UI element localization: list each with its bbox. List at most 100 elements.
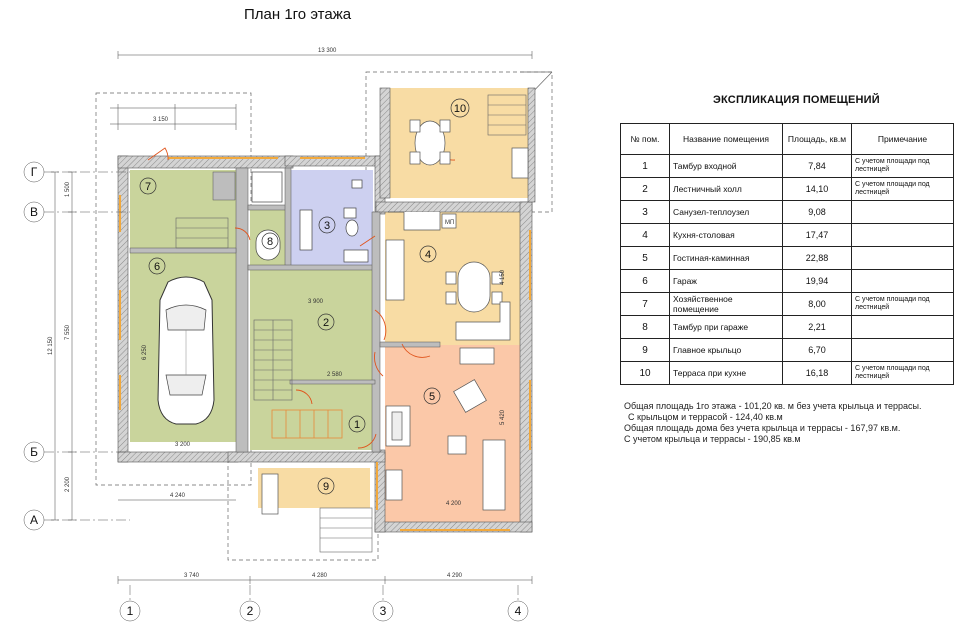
row-no: 5 [620,246,670,270]
table-row: 8 Тамбур при гараже 2,21 [620,315,954,339]
row-note [851,269,954,293]
axis-label-1: 1 [127,604,134,618]
row-note: С учетом площади под лестницей [851,177,954,201]
row-note: С учетом площади под лестницей [851,361,954,385]
terrace-furniture [409,119,529,179]
mp-label: МП [445,220,454,226]
row-name: Тамбур при гараже [669,315,783,339]
header-note: Примечание [851,123,954,155]
dim-kitchen-h: 4 150 [500,269,506,285]
table-header-row: № пом. Название помещения Площадь, кв.м … [620,123,954,155]
row-name: Терраса при кухне [669,361,783,385]
dim-bottom-2: 4 280 [312,573,328,579]
axis-label-4: 4 [515,604,522,618]
dim-top-total: 13 300 [318,48,337,54]
dim-hall-h: 2 580 [327,372,343,378]
row-area: 6,70 [782,338,852,362]
dim-garage-h: 6 250 [142,344,148,360]
axis-label-v: В [30,205,38,219]
row-note [851,223,954,247]
row-area: 8,00 [782,292,852,316]
row-note: С учетом площади под лестницей [851,154,954,178]
table-row: 3 Санузел-теплоузел 9,08 [620,200,954,224]
row-no: 7 [620,292,670,316]
room-number-9: 9 [323,481,329,493]
dim-left-gv: 1 500 [65,181,71,197]
row-note [851,246,954,270]
overhang-outline-terrace [365,71,553,213]
row-note: С учетом площади под лестницей [851,292,954,316]
porch-fixture [261,473,279,515]
row-name: Тамбур входной [669,154,783,178]
row-area: 16,18 [782,361,852,385]
interior-walls [129,167,441,453]
dim-living-h: 5 420 [500,409,506,425]
living-furniture [385,347,506,511]
row-no: 4 [620,223,670,247]
row-name: Санузел-теплоузел [669,200,783,224]
row-area: 9,08 [782,200,852,224]
row-no: 3 [620,200,670,224]
table-row: 9 Главное крыльцо 6,70 [620,338,954,362]
room-labels: 1 2 3 4 5 6 7 8 9 10 МП [139,98,470,495]
dimension-text: 13 300 3 150 3 740 4 280 4 290 12 150 7 … [48,48,506,579]
area-summary: Общая площадь 1го этажа - 101,20 кв. м б… [624,401,921,445]
table-row: 7 Хозяйственное помещение 8,00 С учетом … [620,292,954,316]
room-number-4: 4 [425,249,431,261]
row-area: 19,94 [782,269,852,293]
row-name: Главное крыльцо [669,338,783,362]
room-10-fill [385,88,533,198]
dim-top-porch: 3 150 [153,117,169,123]
row-note [851,200,954,224]
row-no: 1 [620,154,670,178]
dim-left-ba: 2 200 [65,476,71,492]
dim-left-total: 12 150 [48,336,54,355]
room-number-2: 2 [323,317,329,329]
dim-left-main: 7 550 [65,324,71,340]
exterior-walls [117,87,536,533]
row-no: 9 [620,338,670,362]
row-note [851,338,954,362]
room-2-fill [250,268,375,383]
summary-line: Общая площадь дома без учета крыльца и т… [624,423,901,433]
row-area: 14,10 [782,177,852,201]
row-no: 2 [620,177,670,201]
utility-room-fixture [255,229,281,261]
room-number-7: 7 [145,181,151,193]
room-number-5: 5 [429,391,435,403]
row-area: 7,84 [782,154,852,178]
header-name: Название помещения [669,123,783,155]
dim-bottom-3: 4 290 [447,573,463,579]
summary-line: Общая площадь 1го этажа - 101,20 кв. м б… [624,401,922,411]
page-title: План 1го этажа [244,6,352,23]
room-number-10: 10 [454,103,466,115]
doors [147,147,456,449]
table-row: 1 Тамбур входной 7,84 С учетом площади п… [620,154,954,178]
axis-label-g: Г [31,165,38,179]
axis-label-b: Б [30,445,38,459]
row-no: 10 [620,361,670,385]
row-area: 17,47 [782,223,852,247]
dim-porch-w: 4 240 [170,493,186,499]
bathroom-fixtures [251,171,369,263]
floor-plan: 1 2 3 4 5 6 7 8 9 10 МП 13 300 [23,48,553,622]
table-row: 5 Гостиная-каминная 22,88 [620,246,954,270]
room-number-8: 8 [267,236,273,248]
dim-hall-w: 3 900 [308,299,324,305]
windows [119,157,531,531]
header-area: Площадь, кв.м [782,123,852,155]
grid-axes [23,161,529,622]
row-no: 8 [620,315,670,339]
room-number-3: 3 [324,220,330,232]
dim-garage-w: 3 200 [175,442,191,448]
row-name: Гараж [669,269,783,293]
room-number-1: 1 [354,419,360,431]
axis-label-a: А [30,513,38,527]
dim-living-w: 4 200 [446,501,462,507]
table-row: 2 Лестничный холл 14,10 С учетом площади… [620,177,954,201]
summary-line: С учетом крыльца и террасы - 190,85 кв.м [624,434,801,444]
summary-line: С крыльцом и террасой - 124,40 кв.м [628,412,783,422]
header-no: № пом. [620,123,670,155]
explication-title: ЭКСПЛИКАЦИЯ ПОМЕЩЕНИЙ [713,94,880,106]
explication-table: № пом. Название помещения Площадь, кв.м … [620,123,954,385]
